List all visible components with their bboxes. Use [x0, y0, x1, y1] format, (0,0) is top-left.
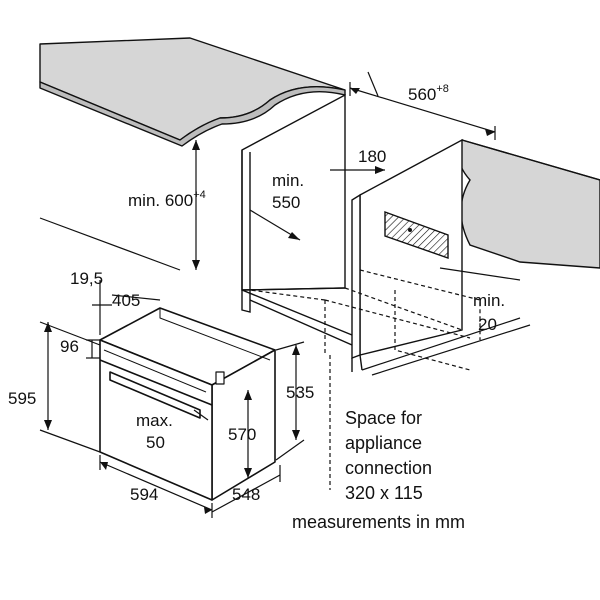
max-gap-label-line1: max.: [136, 411, 173, 430]
depth-label: 548: [232, 485, 260, 504]
rear-gap-label: 180: [358, 147, 386, 166]
countertop: [39, 37, 346, 147]
max-gap-label-line2: 50: [146, 433, 165, 452]
notes: Space for appliance connection 320 x 115…: [292, 408, 465, 532]
connection-space-outline: [249, 269, 481, 490]
cabinet-niche: [241, 93, 463, 372]
panel-height-label: 96: [60, 337, 79, 356]
top-depth-label: 405: [112, 291, 140, 310]
rear-wall: [457, 139, 600, 269]
units-note: measurements in mm: [292, 512, 465, 532]
niche-height-label: min. 600+4: [128, 189, 206, 210]
niche-width-label-line2: 550: [272, 193, 300, 212]
front-offset-label: 19,5: [70, 269, 103, 288]
oven: [99, 307, 276, 501]
side-gap-label-line1: min.: [473, 291, 505, 310]
body-height-label: 570: [228, 425, 256, 444]
space-note-line1: Space for: [345, 408, 422, 428]
rear-body-height-label: 535: [286, 383, 314, 402]
dimension-labels: 560+8 180 min. 600+4 min. 550 min. 20 19…: [8, 83, 505, 504]
niche-width-label-line1: min.: [272, 171, 304, 190]
connection-box: [384, 210, 449, 259]
depth-clearance-label: 560+8: [408, 83, 449, 104]
side-gap-label-line2: 20: [478, 315, 497, 334]
floor-lines: [39, 217, 531, 376]
width-label: 594: [130, 485, 158, 504]
total-height-label: 595: [8, 389, 36, 408]
arrowheads: [44, 88, 495, 514]
space-note-line4: 320 x 115: [345, 483, 423, 503]
space-note-line3: connection: [345, 458, 432, 478]
space-note-line2: appliance: [345, 433, 422, 453]
